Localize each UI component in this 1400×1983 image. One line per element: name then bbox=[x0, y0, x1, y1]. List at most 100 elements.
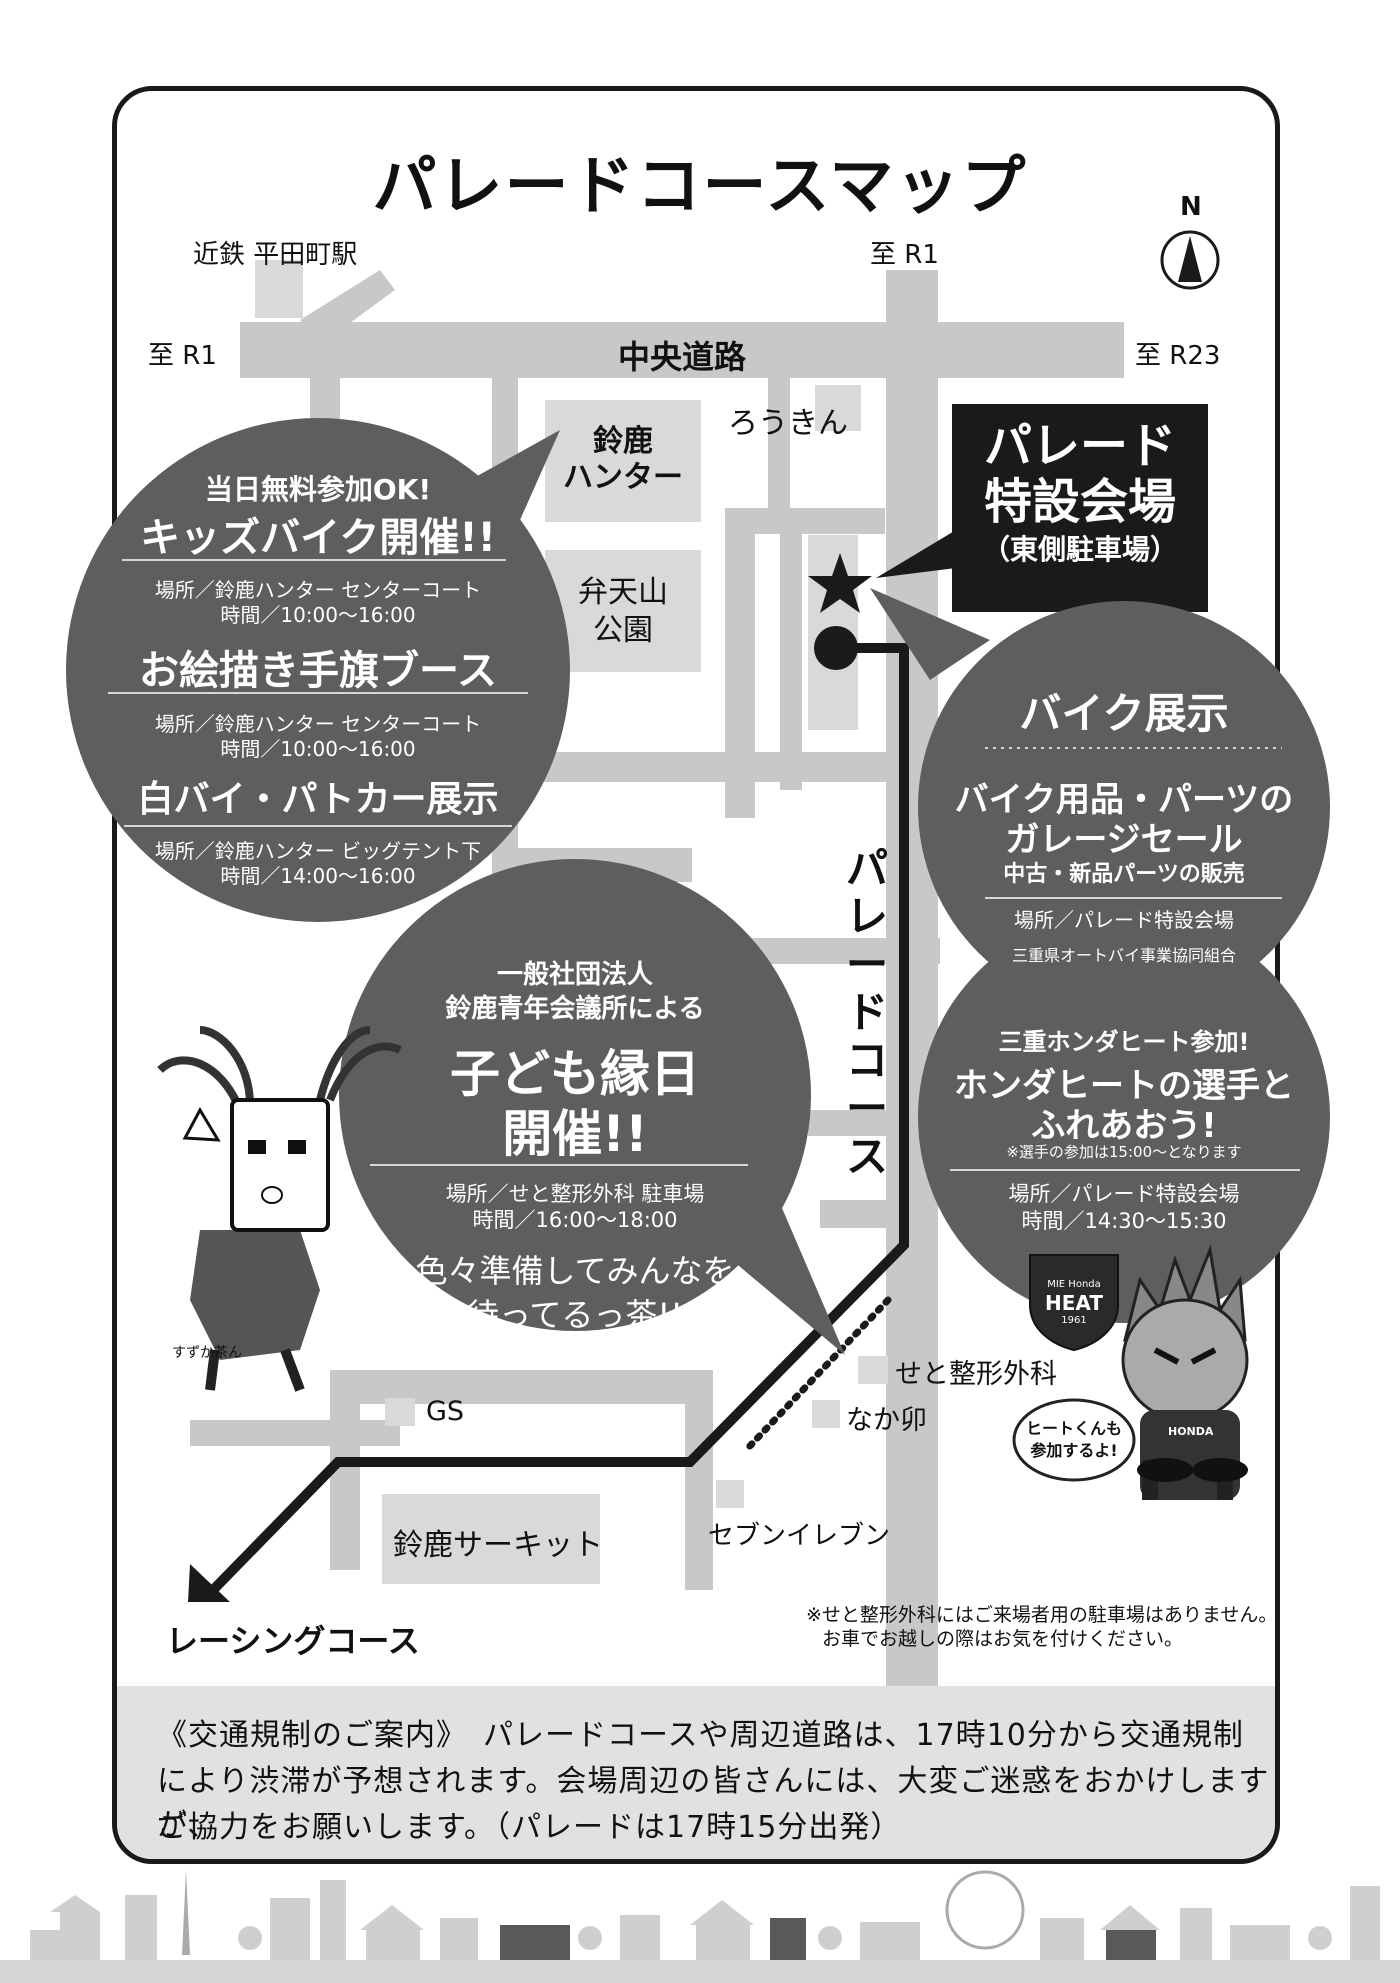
parade-course-label: パ レ ー ド コ ー ス bbox=[845, 844, 888, 1181]
bike-heading: バイク展示 bbox=[1019, 689, 1229, 738]
heat-mascot-illustration bbox=[1121, 1244, 1249, 1500]
road-segment-v2 bbox=[780, 530, 802, 790]
kids-time3: 時間／14:00〜16:00 bbox=[220, 864, 416, 888]
traffic-line3: ご協力をお願いします。（パレードは17時15分出発） bbox=[157, 1810, 902, 1845]
nakau-block bbox=[812, 1400, 840, 1428]
to-r23-label: 至 R23 bbox=[1135, 341, 1221, 371]
kids-place1: 場所／鈴鹿ハンター センターコート bbox=[154, 578, 482, 602]
kids-line1: 当日無料参加OK! bbox=[204, 473, 432, 506]
kids-heading2: お絵描き手旗ブース bbox=[139, 648, 497, 694]
compass-icon bbox=[1160, 230, 1220, 290]
bubble-bike-bg bbox=[918, 601, 1330, 1013]
heat-place: 場所／パレード特設会場 bbox=[1008, 1182, 1240, 1206]
heat-logo-text: MIE Honda HEAT 1961 bbox=[1045, 1279, 1103, 1326]
kids-time2: 時間／10:00〜16:00 bbox=[220, 737, 416, 761]
horizontal-road-5 bbox=[820, 1200, 938, 1228]
traffic-line1: 《交通規制のご案内》 パレードコースや周辺道路は、17時10分から交通規制 bbox=[157, 1718, 1244, 1753]
dotted-route bbox=[744, 1296, 892, 1452]
compass-label: N bbox=[1180, 192, 1202, 222]
central-road-label: 中央道路 bbox=[618, 338, 747, 376]
venue-box: パレード 特設会場 （東側駐車場） bbox=[981, 418, 1178, 566]
bubble-bike-tail bbox=[870, 588, 990, 680]
route-arrowhead bbox=[188, 1564, 230, 1602]
horizontal-road-4 bbox=[808, 1110, 938, 1136]
north-south-road-right bbox=[886, 270, 938, 1730]
heat-line2: ホンダヒートの選手と bbox=[954, 1066, 1294, 1106]
ennichi-line1: 一般社団法人 bbox=[496, 960, 653, 990]
heat-note: ※選手の参加は15:00〜となります bbox=[1006, 1143, 1242, 1161]
heat-chest-text: HONDA bbox=[1168, 1425, 1214, 1438]
seto-block bbox=[858, 1356, 888, 1384]
nakau-label: なか卯 bbox=[846, 1405, 927, 1436]
bentenyama-label: 弁天山 公園 bbox=[578, 575, 668, 648]
bubble-kids-tail bbox=[470, 430, 560, 520]
traffic-notice: 《交通規制のご案内》 パレードコースや周辺道路は、17時10分から交通規制 によ… bbox=[117, 1686, 1275, 1859]
seto-label: せと整形外科 bbox=[895, 1359, 1057, 1390]
hunter-block bbox=[545, 400, 701, 522]
parade-route bbox=[188, 626, 909, 1602]
kids-heading3: 白バイ・パトカー展示 bbox=[137, 779, 499, 820]
heat-speech-bubble bbox=[1012, 1398, 1136, 1482]
bubble-ennichi-bg bbox=[339, 859, 811, 1331]
bike-sub2: ガレージセール bbox=[1005, 820, 1243, 860]
kids-place2: 場所／鈴鹿ハンター センターコート bbox=[154, 712, 482, 736]
parking-note-line1: ※せと整形外科にはご来場者用の駐車場はありません。 bbox=[806, 1604, 1278, 1626]
bubble-kids-bg bbox=[66, 418, 570, 922]
station-block bbox=[255, 260, 303, 318]
kids-place3: 場所／鈴鹿ハンター ビッグテント下 bbox=[154, 839, 482, 863]
kids-time1: 時間／10:00〜16:00 bbox=[220, 603, 416, 627]
diagonal-road-station bbox=[300, 270, 395, 345]
circuit-label: 鈴鹿サーキット bbox=[393, 1528, 603, 1563]
gs-block bbox=[385, 1398, 415, 1426]
hunter-label: 鈴鹿 ハンター bbox=[563, 424, 683, 495]
ennichi-msg1: 色々準備してみんなを bbox=[415, 1252, 735, 1290]
kids-line2: キッズバイク開催!! bbox=[140, 515, 496, 561]
station-label: 近鉄 平田町駅 bbox=[193, 240, 358, 270]
ennichi-time: 時間／16:00〜18:00 bbox=[472, 1208, 678, 1232]
central-road bbox=[240, 322, 1124, 378]
seven-label: セブンイレブン bbox=[708, 1521, 891, 1551]
bottom-road-right bbox=[685, 1370, 713, 1590]
page-title: パレードコースマップ bbox=[372, 150, 1028, 224]
bottom-left-road bbox=[190, 1420, 400, 1446]
bubble-heat-bg bbox=[918, 911, 1330, 1323]
ennichi-place: 場所／せと整形外科 駐車場 bbox=[445, 1182, 705, 1206]
ennichi-line4: 開催!! bbox=[502, 1105, 648, 1163]
rokin-label: ろうきん bbox=[728, 406, 848, 441]
bike-place: 場所／パレード特設会場 bbox=[1014, 908, 1234, 932]
to-r1-top-label: 至 R1 bbox=[870, 240, 939, 270]
bubbles bbox=[66, 418, 1330, 1355]
skyline-decoration bbox=[0, 1870, 1400, 1983]
suzuka-mascot-illustration bbox=[157, 1026, 402, 1392]
bentenyama-block bbox=[545, 550, 701, 672]
seven-block bbox=[716, 1480, 744, 1508]
heat-logo bbox=[1029, 1254, 1119, 1352]
ennichi-msg2: 待ってるっ茶!! bbox=[466, 1296, 684, 1334]
venue-star-icon bbox=[808, 553, 872, 613]
circuit-block bbox=[382, 1494, 600, 1584]
venue-box-bg bbox=[952, 404, 1208, 612]
bike-sub1: バイク用品・パーツの bbox=[954, 780, 1294, 820]
bike-sub3: 中古・新品パーツの販売 bbox=[1003, 862, 1245, 887]
bike-org: 三重県オートバイ事業協同組合 bbox=[1011, 946, 1236, 965]
to-r1-left-label: 至 R1 bbox=[148, 341, 217, 371]
venue-box-pointer bbox=[876, 530, 956, 578]
small-road bbox=[768, 378, 790, 508]
route-line bbox=[211, 643, 909, 1592]
rokin-block bbox=[815, 385, 861, 431]
traffic-line2: により渋滞が予想されます。会場周辺の皆さんには、大変ご迷惑をおかけしますが、 bbox=[157, 1764, 1270, 1843]
route-start-dot bbox=[814, 626, 858, 670]
suzuka-mascot-name: すずか茶ん bbox=[172, 1345, 242, 1361]
ennichi-line3: 子ども縁日 bbox=[450, 1045, 700, 1103]
racing-course-label: レーシングコース bbox=[166, 1622, 420, 1660]
bubble-dividers bbox=[108, 559, 1300, 1171]
heat-line1: 三重ホンダヒート参加! bbox=[998, 1028, 1250, 1056]
ennichi-line2: 鈴鹿青年会議所による bbox=[445, 994, 705, 1024]
heat-time: 時間／14:30〜15:30 bbox=[1021, 1209, 1227, 1233]
heat-line3: ふれあおう! bbox=[1031, 1106, 1217, 1146]
horizontal-road-1 bbox=[520, 752, 940, 782]
heat-speech-text: ヒートくんも 参加するよ! bbox=[1025, 1419, 1122, 1460]
parking-note-line2: お車でお越しの際はお気を付けください。 bbox=[822, 1628, 1184, 1650]
gs-label: GS bbox=[426, 1396, 465, 1427]
